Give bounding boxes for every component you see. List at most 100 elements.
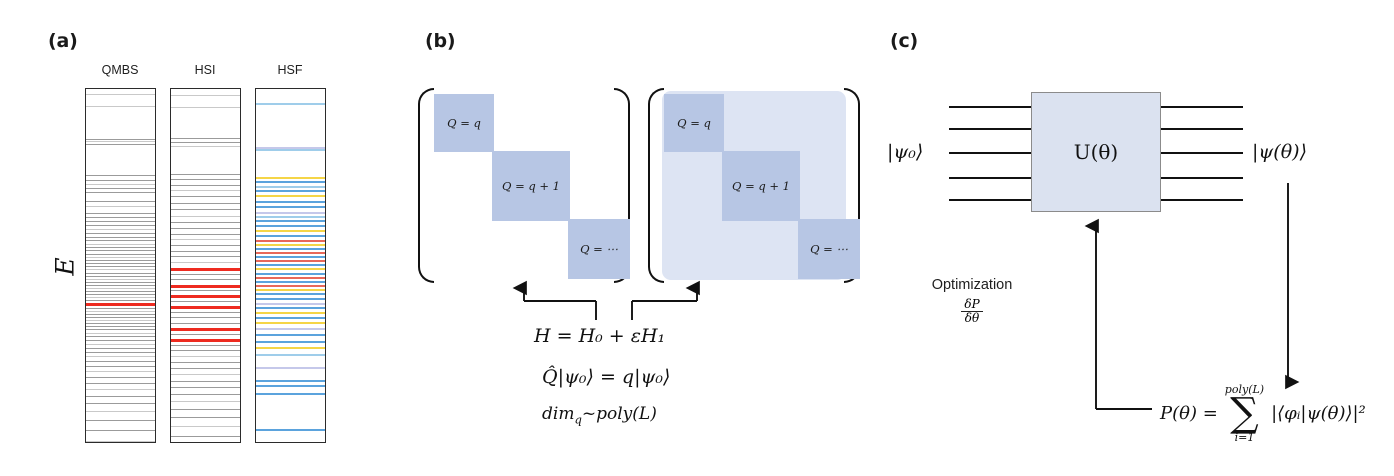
energy-level-line bbox=[256, 206, 325, 208]
energy-level-line bbox=[86, 329, 155, 330]
energy-level-line bbox=[86, 180, 155, 181]
gradient-expression: δP δθ bbox=[902, 298, 1042, 327]
energy-level-line bbox=[171, 142, 240, 143]
input-state-ket: |ψ₀⟩ bbox=[887, 141, 924, 163]
energy-level-line bbox=[86, 411, 155, 412]
spectrum-column-qmbs bbox=[85, 88, 156, 443]
energy-level-line bbox=[256, 273, 325, 275]
energy-level-line bbox=[171, 95, 240, 96]
energy-level-line bbox=[171, 317, 240, 318]
energy-level-line bbox=[256, 252, 325, 254]
panel-c-circuit: (c) U(θ) |ψ₀⟩ |ψ(θ)⟩ Optimization δP δθ bbox=[880, 0, 1394, 476]
energy-level-line bbox=[256, 181, 325, 183]
energy-level-line bbox=[256, 312, 325, 314]
energy-level-line bbox=[86, 237, 155, 238]
energy-level-line bbox=[86, 184, 155, 185]
energy-level-line bbox=[86, 326, 155, 327]
energy-level-line bbox=[256, 293, 325, 295]
energy-level-line bbox=[86, 389, 155, 390]
energy-level-line bbox=[86, 257, 155, 258]
energy-level-line bbox=[86, 247, 155, 248]
energy-level-line bbox=[86, 94, 155, 95]
energy-level-line bbox=[256, 212, 325, 214]
energy-level-line bbox=[86, 139, 155, 140]
energy-level-line bbox=[86, 303, 155, 306]
energy-level-line bbox=[171, 239, 240, 240]
energy-level-line bbox=[256, 303, 325, 305]
gradient-denominator: δθ bbox=[961, 310, 983, 325]
energy-level-line bbox=[86, 201, 155, 202]
wire-in-4 bbox=[949, 177, 1031, 179]
wire-out-4 bbox=[1161, 177, 1243, 179]
spectrum-column-hsi bbox=[170, 88, 241, 443]
energy-level-line bbox=[171, 295, 240, 298]
energy-level-line bbox=[86, 285, 155, 286]
energy-level-line bbox=[171, 107, 240, 108]
energy-level-line bbox=[86, 308, 155, 309]
wire-in-1 bbox=[949, 106, 1031, 108]
energy-level-line bbox=[171, 368, 240, 369]
wire-in-5 bbox=[949, 199, 1031, 201]
energy-level-line bbox=[86, 244, 155, 245]
energy-level-line bbox=[86, 206, 155, 207]
energy-level-line bbox=[86, 106, 155, 107]
energy-level-line bbox=[171, 209, 240, 210]
energy-level-line bbox=[171, 426, 240, 427]
energy-level-line bbox=[256, 220, 325, 222]
energy-level-line bbox=[171, 436, 240, 437]
panel-b-label: (b) bbox=[425, 30, 456, 52]
sum-upper-limit: poly(L) bbox=[1224, 383, 1265, 396]
energy-level-line bbox=[86, 356, 155, 357]
energy-level-line bbox=[171, 323, 240, 324]
energy-level-line bbox=[86, 441, 155, 442]
energy-level-line bbox=[86, 340, 155, 341]
energy-level-line bbox=[256, 393, 325, 395]
matrix-fill-background: Q = q Q = q + 1 Q = ⋯ bbox=[662, 91, 860, 280]
equation-hamiltonian: H = H₀ + εH₁ bbox=[534, 325, 665, 347]
energy-level-line bbox=[86, 377, 155, 378]
energy-level-line bbox=[86, 294, 155, 295]
energy-level-line bbox=[256, 195, 325, 197]
energy-level-line bbox=[171, 262, 240, 263]
energy-level-line bbox=[171, 409, 240, 410]
panel-a-spectra: (a) QMBS HSI HSF E bbox=[0, 0, 390, 476]
energy-level-line bbox=[171, 222, 240, 223]
energy-level-line bbox=[86, 336, 155, 337]
wire-out-2 bbox=[1161, 128, 1243, 130]
energy-level-line bbox=[256, 244, 325, 246]
energy-level-line bbox=[256, 277, 325, 279]
wire-in-2 bbox=[949, 128, 1031, 130]
column-title-qmbs: QMBS bbox=[101, 63, 139, 77]
energy-level-line bbox=[171, 216, 240, 217]
energy-level-line bbox=[86, 175, 155, 176]
energy-level-line bbox=[256, 177, 325, 179]
energy-level-line bbox=[256, 230, 325, 232]
energy-level-line bbox=[256, 147, 325, 149]
energy-level-line bbox=[171, 245, 240, 246]
energy-level-line bbox=[171, 362, 240, 363]
unitary-gate-box[interactable]: U(θ) bbox=[1031, 92, 1161, 212]
panel-a-label: (a) bbox=[48, 30, 78, 52]
energy-level-line bbox=[256, 354, 325, 356]
energy-level-line bbox=[256, 289, 325, 291]
spectrum-column-hsf bbox=[255, 88, 326, 443]
unitary-gate-label: U(θ) bbox=[1073, 140, 1119, 164]
matrix-block-q-plus-1: Q = q + 1 bbox=[492, 151, 570, 221]
energy-level-line bbox=[256, 328, 325, 330]
energy-level-line bbox=[256, 298, 325, 300]
matrix-block-q-dots-perturbed: Q = ⋯ bbox=[798, 219, 860, 279]
energy-level-line bbox=[171, 190, 240, 191]
energy-level-line bbox=[171, 290, 240, 291]
energy-level-line bbox=[86, 233, 155, 234]
energy-level-line bbox=[171, 251, 240, 252]
matrix-block-q-dots: Q = ⋯ bbox=[568, 219, 630, 279]
column-title-hsi: HSI bbox=[194, 63, 216, 77]
energy-level-line bbox=[86, 403, 155, 404]
energy-level-line bbox=[86, 221, 155, 222]
energy-level-line bbox=[256, 307, 325, 309]
energy-level-line bbox=[256, 201, 325, 203]
energy-level-line bbox=[86, 141, 155, 142]
energy-level-line bbox=[256, 190, 325, 192]
energy-level-line bbox=[171, 401, 240, 402]
panel-b-connectors bbox=[512, 280, 700, 320]
